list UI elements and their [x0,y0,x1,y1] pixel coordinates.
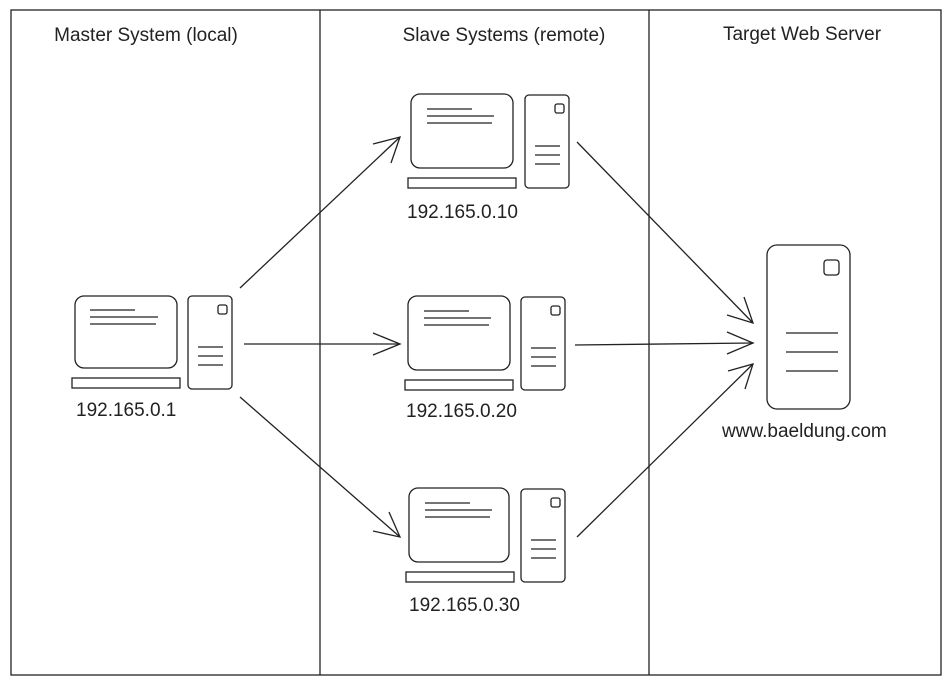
slave-computer-icon-3 [405,487,566,583]
arrow-slave-2-to-target [574,331,755,355]
target-server-icon [766,244,851,410]
slave-computer-icon-1 [407,93,570,189]
slave-computer-icon-2 [404,295,566,391]
arrow-master-to-slave-2 [244,332,402,356]
arrow-slave-3-to-target [576,363,754,538]
diagram-frame [10,9,942,676]
column-title-slaves: Slave Systems (remote) [402,25,606,46]
arrow-master-to-slave-1 [239,136,402,289]
slave-ip-label-3: 192.165.0.30 [409,595,520,616]
arrow-master-to-slave-3 [239,396,402,538]
arrow-slave-1-to-target [576,141,755,324]
slave-ip-label-1: 192.165.0.10 [407,202,518,223]
master-computer-icon [71,295,233,390]
slave-ip-label-2: 192.165.0.20 [406,401,517,422]
master-ip-label: 192.165.0.1 [76,400,177,421]
target-host-label: www.baeldung.com [722,421,887,442]
column-title-target: Target Web Server [722,24,882,45]
column-title-master: Master System (local) [54,25,238,46]
